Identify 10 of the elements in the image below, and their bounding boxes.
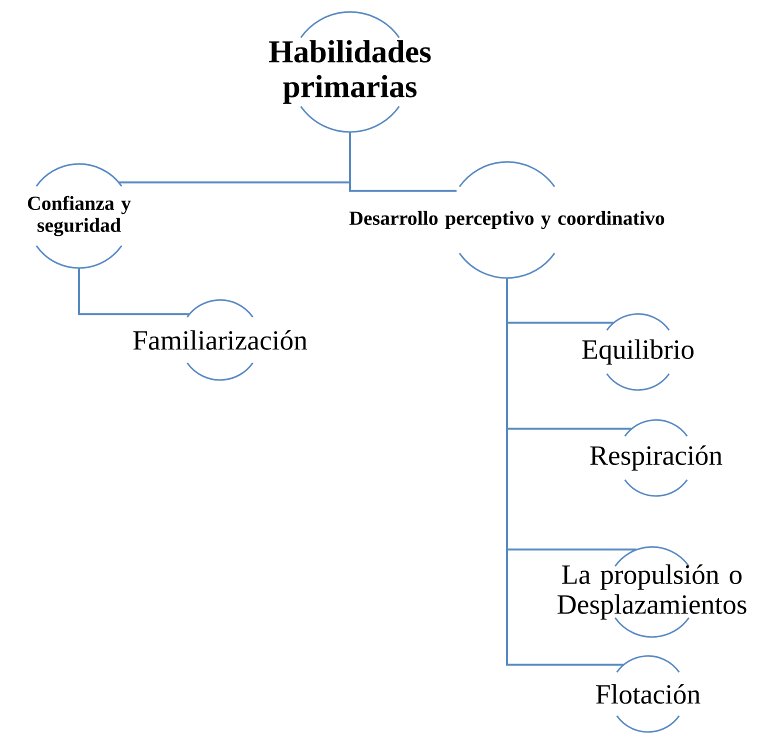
node-label: Respiración — [590, 445, 722, 471]
node-label: Familiarización — [133, 330, 308, 350]
node-label: La propulsión o Desplazamientos — [558, 564, 746, 620]
connector-line — [78, 268, 190, 316]
node-label: Confianza y seguridad — [28, 196, 131, 236]
node-label: Habilidades primarias — [269, 40, 431, 104]
node-label: Desarrollo perceptivo y coordinativo — [349, 210, 664, 230]
connector-line — [349, 132, 457, 192]
node-label: Equilibrio — [582, 339, 694, 365]
node-label: Flotación — [596, 684, 700, 704]
